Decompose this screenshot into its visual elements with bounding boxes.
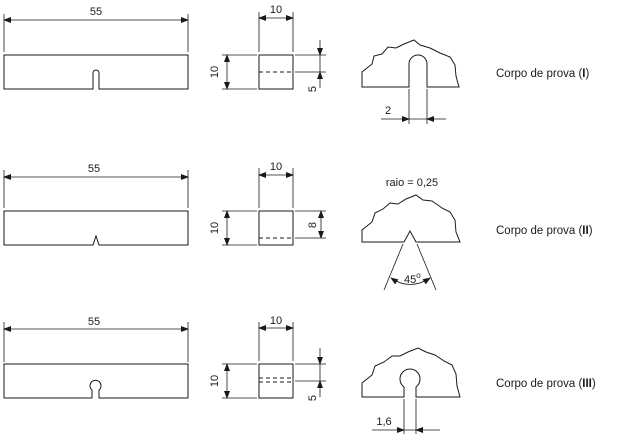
specimen-3-notch-detail: 1,6 bbox=[361, 347, 461, 434]
specimen-2-notch-detail: raio = 0,25 45o bbox=[361, 177, 461, 291]
specimen-3-height-label: 10 bbox=[209, 375, 221, 387]
specimen-2: 55 10 10 8 raio = 0,25 45o Co bbox=[3, 161, 593, 291]
specimen-1-notch-detail: 2 bbox=[361, 39, 460, 124]
specimen-1-width-label: 10 bbox=[270, 4, 282, 16]
specimen-2-height-label: 10 bbox=[209, 222, 221, 234]
specimen-1-caption: Corpo de prova (I) bbox=[496, 68, 590, 80]
specimen-2-length-label: 55 bbox=[88, 163, 100, 175]
specimen-2-caption: Corpo de prova (II) bbox=[496, 225, 593, 237]
specimen-2-side-view: 55 bbox=[3, 163, 189, 246]
specimen-3-caption: Corpo de prova (III) bbox=[496, 378, 596, 390]
specimen-3-side-view: 55 bbox=[3, 316, 189, 399]
specimen-1-end-view: 10 10 5 bbox=[209, 4, 326, 92]
specimen-2-angle-label: 45o bbox=[404, 271, 421, 286]
specimen-1-depth-label: 5 bbox=[307, 86, 319, 92]
specimen-3: 55 10 10 5 bbox=[3, 315, 596, 434]
specimen-3-width-label: 10 bbox=[270, 315, 282, 327]
specimen-2-width-label: 10 bbox=[270, 161, 282, 173]
specimen-3-depth-label: 5 bbox=[307, 395, 319, 401]
specimen-3-end-view: 10 10 5 bbox=[209, 315, 326, 401]
specimen-2-depth-label: 8 bbox=[307, 222, 319, 228]
specimen-1-notch-width-label: 2 bbox=[385, 105, 391, 117]
specimen-3-notch-width-label: 1,6 bbox=[376, 416, 391, 428]
specimen-1-length-label: 55 bbox=[90, 6, 102, 18]
specimen-2-end-view: 10 10 8 bbox=[209, 161, 326, 246]
specimen-1-height-label: 10 bbox=[209, 66, 221, 78]
specimen-1-side-view: 55 bbox=[3, 6, 189, 90]
specimen-1: 55 10 10 5 bbox=[3, 4, 590, 124]
specimen-2-radius-label: raio = 0,25 bbox=[386, 177, 438, 189]
specimen-3-length-label: 55 bbox=[88, 316, 100, 328]
